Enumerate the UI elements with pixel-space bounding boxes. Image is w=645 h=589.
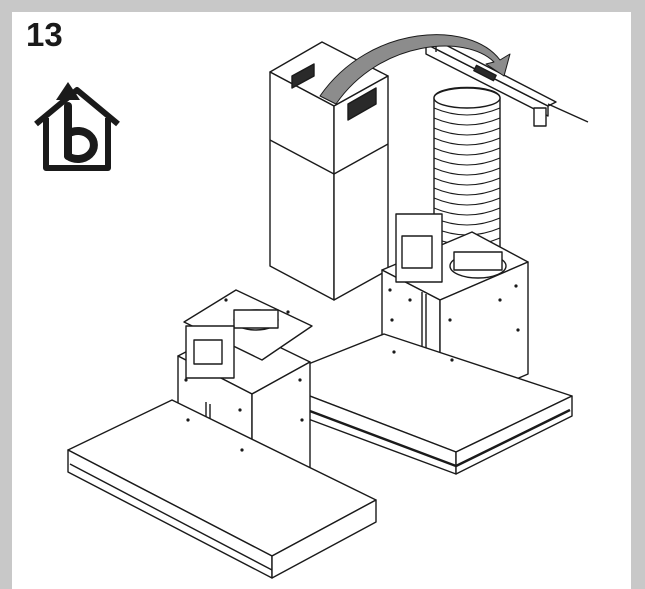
curved-arrow-icon	[319, 34, 511, 105]
screw-holes	[184, 284, 520, 452]
wall-bracket	[425, 39, 589, 127]
left-hood-canopy	[67, 399, 377, 579]
upper-chimney	[269, 41, 389, 301]
house-outlet-icon	[34, 82, 120, 171]
step-number: 13	[26, 16, 63, 53]
flexible-duct	[433, 86, 501, 274]
